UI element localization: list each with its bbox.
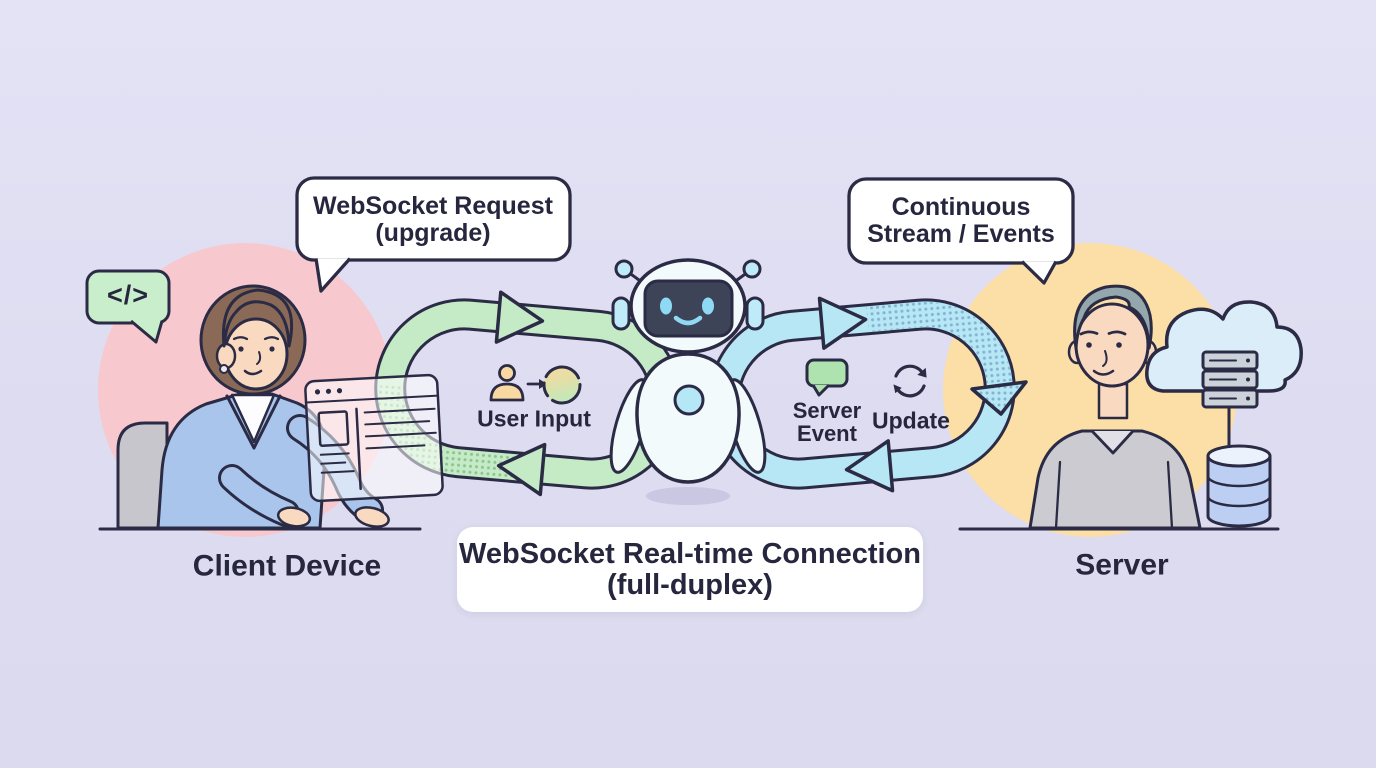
database-icon (1206, 444, 1272, 528)
brows (232, 336, 280, 341)
client-speech-bubble (295, 176, 572, 293)
arrow-right-blue (817, 296, 868, 350)
title-line1: WebSocket Real-time Connection (459, 537, 921, 570)
server-label: Server (1075, 548, 1169, 582)
browser-column-divider (355, 407, 362, 491)
nose (256, 351, 262, 365)
green-loop-band (377, 301, 679, 487)
server-speech-text: Continuous Stream / Events (867, 193, 1055, 248)
smile (243, 369, 263, 376)
user-input-label: User Input (477, 405, 591, 432)
client-figure (116, 284, 390, 530)
processing-circle-icon (542, 365, 582, 405)
hand-left (276, 506, 312, 528)
server-event-label: Server Event (792, 398, 862, 446)
robot-chest-button (673, 384, 705, 416)
robot-body (635, 352, 741, 484)
browser-text-lines (363, 407, 437, 450)
title-box: WebSocket Real-time Connection (full-dup… (457, 527, 923, 612)
arrow-left-green (496, 442, 547, 497)
eye (238, 346, 244, 352)
eye (1116, 342, 1122, 348)
collar (1090, 429, 1135, 455)
nose (1102, 350, 1108, 367)
person-icon (498, 364, 516, 382)
robot-ear (611, 296, 631, 331)
smile (1092, 369, 1115, 376)
robot (609, 258, 767, 484)
arrow-down-blue (970, 380, 1028, 416)
update-label: Update (872, 407, 950, 434)
browser-window (304, 373, 444, 503)
neck (1097, 382, 1129, 420)
robot-ear (745, 296, 765, 331)
arrow-right-green (494, 290, 545, 344)
arrow-left-blue (844, 439, 895, 493)
client-speech-text: WebSocket Request (upgrade) (313, 192, 553, 247)
cloud-server-group (1145, 300, 1303, 528)
bubble-tail (130, 319, 164, 344)
lapels (225, 394, 282, 450)
server-event-icon (805, 358, 849, 397)
code-icon: </> (106, 280, 150, 311)
blue-loop (708, 296, 1016, 493)
blue-loop-halftone (866, 301, 1012, 384)
eye (1086, 342, 1092, 348)
server-figure (1028, 284, 1202, 530)
shirt (1028, 429, 1202, 530)
robot-shadow (646, 487, 730, 505)
person-icon-body (489, 382, 525, 402)
cloud-icon (1145, 300, 1303, 393)
hair (1073, 284, 1153, 350)
server-rack-icon (1201, 350, 1259, 409)
hair-front (221, 288, 294, 348)
server-speech-bubble (847, 177, 1075, 285)
robot-eye (660, 297, 672, 315)
code-bubble (85, 269, 171, 344)
browser-text-lines (319, 452, 355, 474)
bubble-tail (314, 257, 352, 293)
browser-titlebar-divider (305, 394, 439, 404)
earring (219, 364, 229, 374)
title-line2: (full-duplex) (607, 568, 773, 601)
robot-eye (702, 297, 714, 315)
browser-image-placeholder (317, 410, 350, 447)
antenna-tip (614, 259, 634, 279)
robot-smile (673, 315, 703, 326)
refresh-icon (893, 364, 927, 398)
user-input-icons (489, 364, 582, 405)
eye (269, 346, 275, 352)
robot-face-screen (643, 279, 734, 338)
antenna-tip (742, 259, 762, 279)
bubble-tail (1020, 260, 1058, 285)
ear (215, 342, 237, 370)
shirt-folds (1054, 460, 1174, 530)
client-device-label: Client Device (192, 549, 382, 583)
browser-window-dots (314, 388, 343, 395)
hand-right (354, 506, 390, 528)
brows (1079, 330, 1127, 336)
